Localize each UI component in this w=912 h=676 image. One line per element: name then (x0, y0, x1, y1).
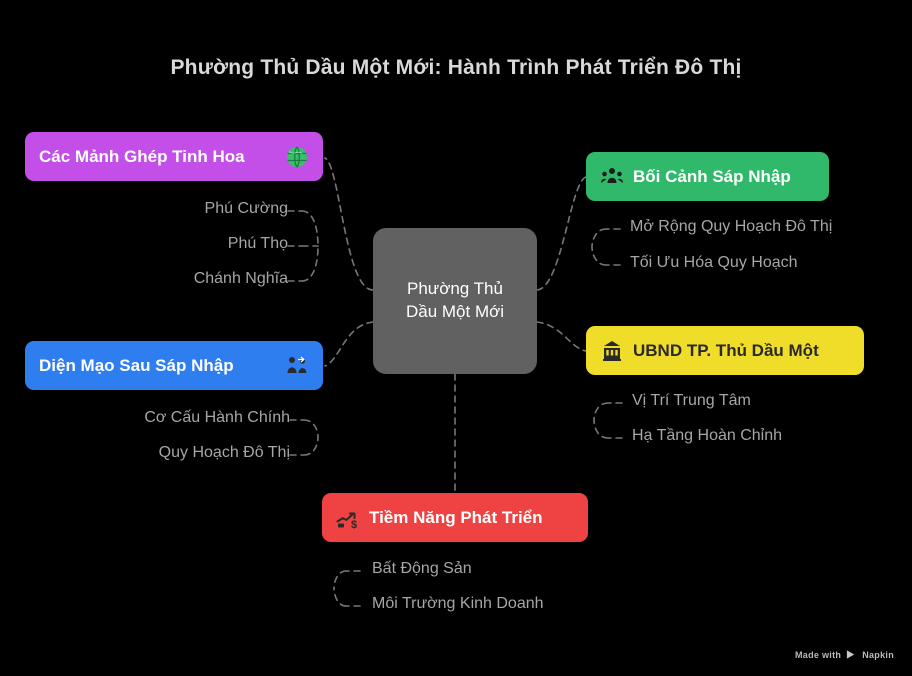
watermark-brand: Napkin (862, 649, 894, 660)
watermark: Made with Napkin (795, 649, 894, 660)
money-growth-icon: $ (336, 506, 360, 530)
leaf-toi-uu-hoa-quy-hoach: Tối Ưu Hóa Quy Hoạch (630, 254, 798, 271)
branch-node-ubnd[interactable]: UBND TP. Thủ Dầu Một (586, 326, 864, 375)
leaf-ha-tang-hoan-chinh: Hạ Tầng Hoàn Chỉnh (632, 427, 783, 444)
leaf-moi-truong-kinh-doanh: Môi Trường Kinh Doanh (372, 595, 544, 612)
government-building-icon (600, 339, 624, 363)
leaf-bat-dong-san: Bất Động Sản (372, 560, 472, 577)
leaf-quy-hoach-do-thi: Quy Hoạch Đô Thị (158, 444, 290, 461)
watermark-prefix: Made with (794, 649, 842, 660)
branch-node-manh-ghep[interactable]: Các Mảnh Ghép Tinh Hoa (25, 132, 323, 181)
branch-label-boi-canh: Bối Cảnh Sáp Nhập (633, 167, 791, 186)
people-group-icon (600, 165, 624, 189)
branch-node-tiem-nang[interactable]: $ Tiềm Năng Phát Triển (322, 493, 588, 542)
napkin-logo-icon (846, 649, 857, 660)
people-arrow-icon (285, 354, 309, 378)
globe-icon (285, 145, 309, 169)
svg-text:$: $ (351, 519, 357, 530)
leaf-mo-rong-quy-hoach: Mở Rộng Quy Hoạch Đô Thị (630, 218, 833, 235)
branch-label-ubnd: UBND TP. Thủ Dầu Một (633, 341, 819, 360)
branch-label-tiem-nang: Tiềm Năng Phát Triển (369, 508, 543, 527)
leaf-phu-tho: Phú Thọ (227, 235, 288, 252)
leaf-vi-tri-trung-tam: Vị Trí Trung Tâm (632, 392, 751, 409)
leaf-co-cau-hanh-chinh: Cơ Cấu Hành Chính (144, 409, 290, 426)
branch-node-boi-canh[interactable]: Bối Cảnh Sáp Nhập (586, 152, 829, 201)
leaf-chanh-nghia: Chánh Nghĩa (193, 270, 288, 287)
branch-node-dien-mao[interactable]: Diện Mạo Sau Sáp Nhập (25, 341, 323, 390)
page-title: Phường Thủ Dầu Một Mới: Hành Trình Phát … (170, 56, 742, 79)
leaf-phu-cuong: Phú Cường (204, 200, 288, 217)
branch-label-dien-mao: Diện Mạo Sau Sáp Nhập (39, 356, 234, 375)
branch-label-manh-ghep: Các Mảnh Ghép Tinh Hoa (39, 147, 245, 166)
